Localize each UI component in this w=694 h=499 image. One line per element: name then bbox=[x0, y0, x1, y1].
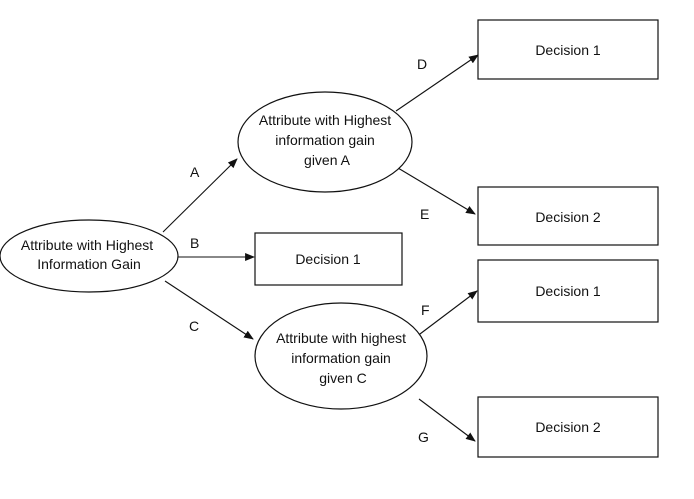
edge-label-d: D bbox=[417, 56, 427, 72]
root-node-line-1: Attribute with Highest bbox=[21, 237, 153, 253]
edge-e bbox=[397, 167, 476, 215]
edge-label-a: A bbox=[190, 164, 200, 180]
edge-g bbox=[418, 398, 476, 442]
root-node: Attribute with Highest Information Gain bbox=[0, 219, 179, 293]
attribute-node-a-label: Attribute with Highest information gain … bbox=[259, 112, 395, 168]
edge-label-b: B bbox=[190, 235, 199, 251]
attribute-node-c-line-2: information gain bbox=[291, 350, 391, 366]
decision-box-d-label: Decision 1 bbox=[535, 42, 601, 58]
attribute-node-c-line-1: Attribute with highest bbox=[276, 330, 406, 346]
decision-box-g: Decision 2 bbox=[477, 396, 659, 458]
attribute-node-c: Attribute with highest information gain … bbox=[254, 302, 428, 410]
root-node-line-2: Information Gain bbox=[37, 256, 141, 272]
attribute-node-a-line-2: information gain bbox=[275, 132, 375, 148]
decision-box-b: Decision 1 bbox=[254, 232, 403, 286]
edge-f bbox=[411, 290, 478, 341]
edge-label-g: G bbox=[418, 429, 429, 445]
attribute-node-c-line-3: given C bbox=[319, 370, 366, 386]
root-node-label: Attribute with Highest Information Gain bbox=[21, 237, 157, 272]
decision-box-e: Decision 2 bbox=[477, 186, 659, 246]
decision-box-f-label: Decision 1 bbox=[535, 283, 601, 299]
edge-label-c: C bbox=[189, 318, 199, 334]
attribute-node-a: Attribute with Highest information gain … bbox=[237, 91, 413, 193]
edge-d bbox=[395, 54, 479, 112]
edge-label-f: F bbox=[421, 302, 430, 318]
decision-box-b-label: Decision 1 bbox=[295, 251, 361, 267]
attribute-node-a-line-3: given A bbox=[304, 152, 351, 168]
edge-label-e: E bbox=[420, 206, 429, 222]
attribute-node-c-label: Attribute with highest information gain … bbox=[276, 330, 410, 386]
decision-box-d: Decision 1 bbox=[477, 19, 659, 80]
attribute-node-a-line-1: Attribute with Highest bbox=[259, 112, 391, 128]
edge-a bbox=[162, 158, 238, 233]
edge-c bbox=[164, 280, 254, 340]
decision-box-f: Decision 1 bbox=[477, 259, 659, 323]
decision-box-g-label: Decision 2 bbox=[535, 419, 601, 435]
decision-box-e-label: Decision 2 bbox=[535, 209, 601, 225]
